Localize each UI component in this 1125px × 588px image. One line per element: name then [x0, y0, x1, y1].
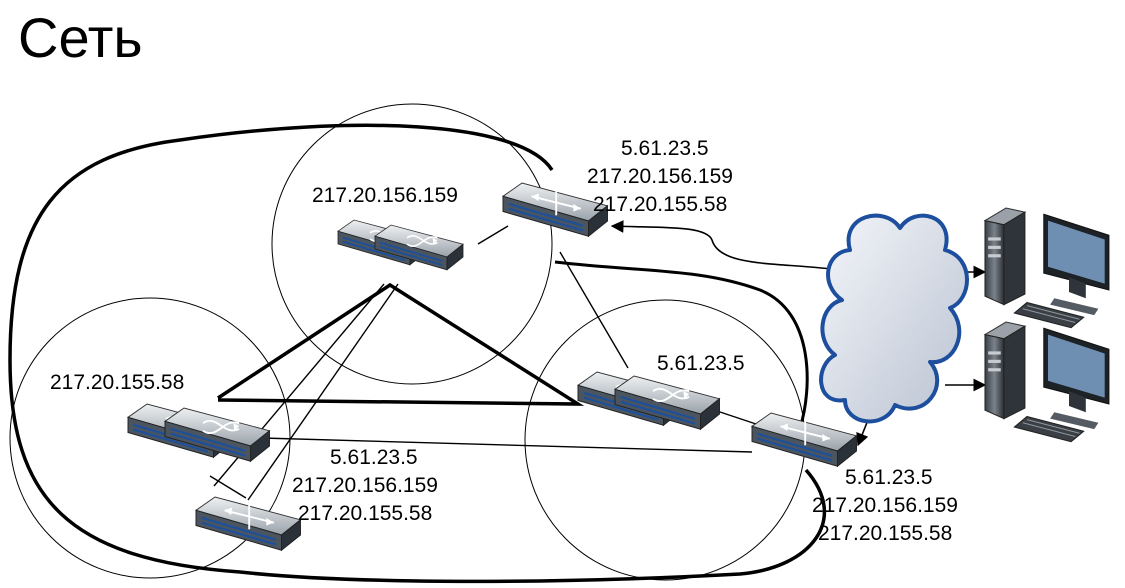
router-right-routes: 5.61.23.5 217.20.156.159 217.20.155.58 — [812, 466, 958, 545]
link-left-switch-left-router — [209, 475, 247, 499]
computer-icon — [984, 321, 1110, 443]
link-top-switch-top-router — [477, 225, 509, 245]
route-line: 5.61.23.5 — [330, 446, 418, 469]
zone-top-circle — [271, 103, 553, 385]
triangle-links — [217, 282, 585, 406]
switch-icon — [374, 224, 464, 271]
route-line: 217.20.155.58 — [593, 193, 727, 216]
router-top-routes: 5.61.23.5 217.20.156.159 217.20.155.58 — [587, 137, 733, 216]
link-top-switch-right-switch — [559, 251, 629, 369]
link-top-switch-left-router-b — [247, 283, 399, 501]
link-left-switch-right-router — [261, 437, 753, 453]
internet-cloud-icon — [819, 213, 969, 424]
zone-top-label: 217.20.156.159 — [312, 184, 458, 207]
route-line: 5.61.23.5 — [845, 466, 933, 489]
link-top-router-right-router — [554, 260, 809, 429]
arrow-cloud-top-router — [610, 220, 841, 271]
link-right-switch-right-router — [713, 409, 757, 425]
route-line: 217.20.156.159 — [587, 165, 733, 188]
route-line: 217.20.156.159 — [812, 494, 958, 517]
zone-left-label: 217.20.155.58 — [50, 371, 184, 394]
computer-icon — [984, 207, 1110, 329]
zone-left-circle — [9, 297, 291, 579]
router-icon — [194, 495, 302, 552]
route-line: 217.20.156.159 — [292, 474, 438, 497]
route-line: 217.20.155.58 — [298, 502, 432, 525]
router-icon — [501, 181, 609, 238]
page-title: Сеть — [18, 6, 143, 69]
route-line: 5.61.23.5 — [621, 137, 709, 160]
route-line: 217.20.155.58 — [818, 522, 952, 545]
zone-right-label: 5.61.23.5 — [657, 352, 745, 375]
outer-link — [8, 123, 827, 584]
router-left-routes: 5.61.23.5 217.20.156.159 217.20.155.58 — [292, 446, 438, 525]
